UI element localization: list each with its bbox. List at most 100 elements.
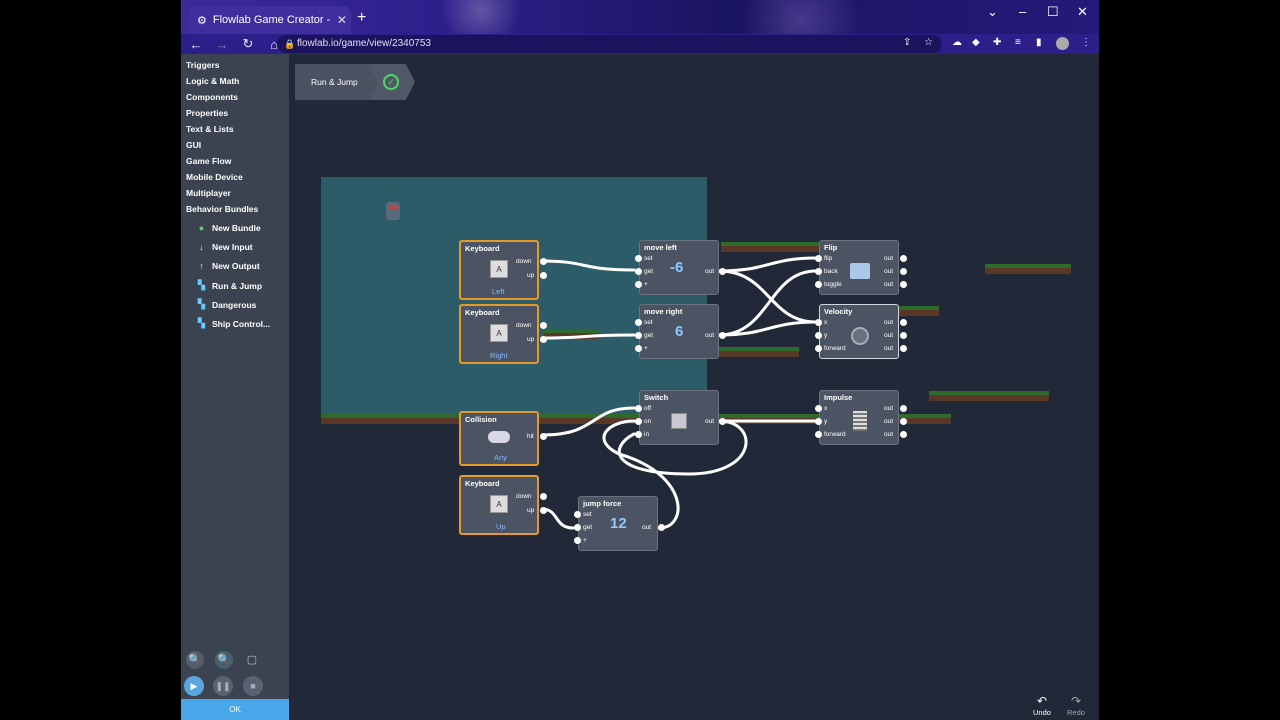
browser-tab[interactable]: ⚙ Flowlab Game Creator - Larry Lo... ✕ [189,6,351,34]
output-port[interactable] [658,524,665,531]
forward-icon[interactable]: → [215,36,229,52]
input-port[interactable] [635,431,642,438]
node-keyboard-up[interactable]: Keyboard A Up down up [459,475,547,535]
category-gui[interactable]: GUI [186,140,202,150]
breadcrumb-run-jump[interactable]: Run & Jump [295,64,385,100]
input-port[interactable] [635,319,642,326]
profile-avatar[interactable] [1056,37,1069,50]
input-port[interactable] [635,268,642,275]
play-icon[interactable]: ▶ [184,676,204,696]
input-port[interactable] [574,511,581,518]
input-port[interactable] [574,524,581,531]
puzzle-icon[interactable]: ✚ [993,37,1002,48]
ok-button[interactable]: OK [181,699,289,720]
bundle-dangerous[interactable]: ▚ Dangerous [197,299,256,310]
node-keyboard-left[interactable]: Keyboard A Left down up [459,240,547,300]
output-port[interactable] [900,418,907,425]
output-port[interactable] [900,319,907,326]
behavior-canvas[interactable]: Run & Jump ✓ [289,54,1099,720]
number-value[interactable]: 6 [675,323,684,340]
output-port[interactable] [540,336,547,343]
redo-button[interactable]: ↷ Redo [1067,694,1085,717]
number-value[interactable]: -6 [670,259,684,276]
bundle-ship-control[interactable]: ▚ Ship Control... [197,318,270,329]
input-port[interactable] [635,332,642,339]
output-port[interactable] [900,281,907,288]
stop-icon[interactable]: ■ [243,676,263,696]
input-port[interactable] [635,418,642,425]
input-port[interactable] [574,537,581,544]
undo-button[interactable]: ↶ Undo [1033,694,1051,717]
zoom-out-icon[interactable]: 🔍 [186,651,204,669]
input-port[interactable] [815,281,822,288]
output-port[interactable] [900,332,907,339]
maximize-icon[interactable]: ☐ [1047,4,1059,19]
new-tab-icon[interactable]: + [357,9,367,26]
input-port[interactable] [815,405,822,412]
category-logic-math[interactable]: Logic & Math [186,76,240,86]
node-velocity[interactable]: Velocity x y forward out out out [815,304,907,359]
output-port[interactable] [900,268,907,275]
input-port[interactable] [815,345,822,352]
category-components[interactable]: Components [186,92,238,102]
category-mobile-device[interactable]: Mobile Device [186,172,243,182]
zoom-fit-icon[interactable]: ▢ [246,654,258,666]
bundle-new-bundle[interactable]: ● New Bundle [197,223,261,233]
input-port[interactable] [815,319,822,326]
output-port[interactable] [900,345,907,352]
category-triggers[interactable]: Triggers [186,60,220,70]
input-port[interactable] [635,255,642,262]
input-port[interactable] [815,332,822,339]
extension-icon[interactable]: ◆ [972,37,980,48]
input-port[interactable] [815,255,822,262]
node-move-left[interactable]: move left set get + -6 out [635,240,726,295]
star-icon[interactable]: ☆ [924,37,933,48]
window-close-icon[interactable]: ✕ [1077,4,1088,19]
node-impulse[interactable]: Impulse x y forward out out out [815,390,907,445]
home-icon[interactable]: ⌂ [270,36,278,52]
sidepanel-icon[interactable]: ▮ [1036,37,1042,48]
output-port[interactable] [540,322,547,329]
output-port[interactable] [900,431,907,438]
output-port[interactable] [719,418,726,425]
node-move-right[interactable]: move right set get + 6 out [635,304,726,359]
output-port[interactable] [900,405,907,412]
category-multiplayer[interactable]: Multiplayer [186,188,231,198]
back-icon[interactable]: ← [189,36,203,52]
minimize-icon[interactable]: – [1019,4,1027,19]
input-port[interactable] [635,281,642,288]
output-port[interactable] [540,507,547,514]
category-text-lists[interactable]: Text & Lists [186,124,234,134]
reload-icon[interactable]: ↻ [242,36,254,51]
node-switch[interactable]: Switch off on in out [635,390,726,445]
share-icon[interactable]: ⇪ [903,37,912,48]
pause-icon[interactable]: ❚❚ [213,676,233,696]
address-bar[interactable]: 🔒 flowlab.io/game/view/2340753 [277,35,942,53]
input-port[interactable] [635,405,642,412]
category-properties[interactable]: Properties [186,108,229,118]
node-collision[interactable]: Collision Any hit [459,411,547,466]
output-port[interactable] [540,258,547,265]
input-port[interactable] [815,268,822,275]
node-keyboard-right[interactable]: Keyboard A Right down up [459,304,547,364]
bundle-new-input[interactable]: ↓ New Input [197,242,252,252]
check-icon[interactable]: ✓ [383,74,399,90]
input-port[interactable] [815,418,822,425]
close-tab-icon[interactable]: ✕ [336,13,347,27]
bundle-run-jump[interactable]: ▚ Run & Jump [197,280,262,291]
bundle-new-output[interactable]: ↑ New Output [197,261,259,271]
output-port[interactable] [900,255,907,262]
output-port[interactable] [540,493,547,500]
menu-kebab-icon[interactable]: ⋮ [1081,37,1091,48]
node-flip[interactable]: Flip flip back toggle out out out [815,240,907,295]
node-jump-force[interactable]: jump force set get + 12 out [574,496,665,551]
category-game-flow[interactable]: Game Flow [186,156,232,166]
input-port[interactable] [635,345,642,352]
chevron-down-icon[interactable]: ⌄ [987,4,998,19]
zoom-in-icon[interactable]: 🔍 [215,651,233,669]
input-port[interactable] [815,431,822,438]
number-value[interactable]: 12 [610,515,627,532]
output-port[interactable] [540,272,547,279]
category-behavior-bundles[interactable]: Behavior Bundles [186,204,259,214]
output-port[interactable] [719,268,726,275]
